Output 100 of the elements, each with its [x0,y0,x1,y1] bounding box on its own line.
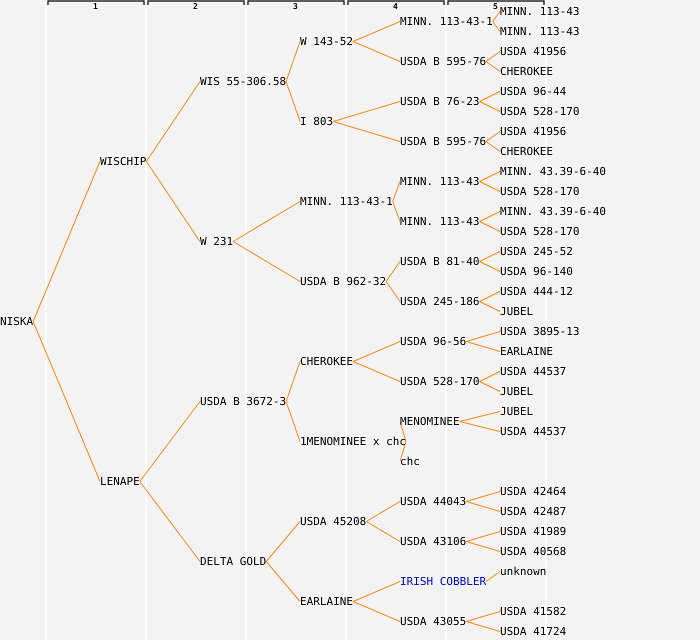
pedigree-line [146,81,200,162]
pedigree-line [459,411,500,422]
pedigree-line [352,21,400,42]
pedigree-line [466,531,500,542]
variety-name: USDA 45208 [300,515,366,528]
pedigree-line [478,101,500,112]
pedigree-line [466,541,500,552]
pedigree-line [478,211,500,222]
variety-name: USDA 44043 [400,495,466,508]
pedigree-line [139,481,200,562]
variety-name: USDA 444-12 [500,285,573,298]
variety-name: USDA 528-170 [500,185,580,198]
pedigree-line [392,201,400,222]
pedigree-line [478,181,500,192]
pedigree-line [478,171,500,182]
variety-name: USDA 40568 [500,545,566,558]
variety-name: USDA 245-186 [400,295,480,308]
variety-name: W 143-52 [300,35,353,48]
variety-name: USDA 96-44 [500,85,566,98]
pedigree-line [478,91,500,102]
variety-name: USDA B 3672-3 [200,395,286,408]
variety-name: USDA B 81-40 [400,255,480,268]
pedigree-line [459,421,500,432]
variety-name: USDA 41956 [500,125,566,138]
variety-name: EARLAINE [500,345,553,358]
column-number: 4 [393,3,398,11]
variety-name: USDA 3895-13 [500,325,580,338]
variety-name: MINN. 113-43 [400,175,480,188]
variety-name: USDA 96-140 [500,265,573,278]
variety-name: USDA 41989 [500,525,566,538]
pedigree-line [478,301,500,312]
pedigree-line [352,361,400,382]
pedigree-line [352,41,400,62]
variety-name: USDA 42464 [500,485,566,498]
variety-name: USDA 41956 [500,45,566,58]
pedigree-line [366,501,400,522]
pedigree-line [386,261,400,282]
pedigree-line [286,361,300,402]
variety-name: USDA 528-170 [500,225,580,238]
variety-name: MINN. 43.39-6-40 [500,205,606,218]
variety-name: DELTA GOLD [200,555,266,568]
pedigree-line [478,291,500,302]
pedigree-line [466,621,500,632]
variety-name: 1MENOMINEE x chc [300,435,406,448]
pedigree-line [486,51,500,62]
pedigree-line [32,161,100,322]
pedigree-line [232,201,300,242]
column-number: 1 [93,3,98,11]
variety-name: MINN. 43.39-6-40 [500,165,606,178]
variety-name: LENAPE [100,475,140,488]
pedigree-line [466,611,500,622]
pedigree-line [352,581,400,602]
pedigree-line [352,341,400,362]
pedigree-line [332,121,400,142]
pedigree-line [486,61,500,72]
pedigree-line [466,331,500,342]
pedigree-line [352,601,400,622]
variety-name: I 803 [300,115,334,128]
variety-name: USDA B 595-76 [400,135,486,148]
pedigree-line [266,521,300,562]
pedigree-line [286,81,300,122]
variety-name: unknown [500,565,546,578]
pedigree-line [466,491,500,502]
variety-name: NISKA [0,315,34,328]
variety-name: MENOMINEE [400,415,460,428]
variety-name: USDA B 595-76 [400,55,486,68]
pedigree-line [392,181,400,202]
variety-name: MINN. 113-43 [400,215,480,228]
pedigree-line [492,21,500,32]
variety-name: USDA 96-56 [400,335,466,348]
pedigree-line [486,141,500,152]
variety-name: USDA 44537 [500,365,566,378]
pedigree-line [32,321,100,482]
variety-name: USDA 528-170 [500,105,580,118]
pedigree-line [386,281,400,302]
variety-name: USDA 44537 [500,425,566,438]
column-number: 2 [193,3,198,11]
variety-name: USDA 41724 [500,625,566,638]
pedigree-line [286,41,300,82]
pedigree-line [139,401,200,482]
pedigree-line [478,381,500,392]
pedigree-line [286,401,300,442]
pedigree-line [466,341,500,352]
variety-name: W 231 [200,235,234,248]
pedigree-line [478,261,500,272]
pedigree-line [478,371,500,382]
variety-name: CHEROKEE [500,65,553,78]
variety-name: MINN. 113-43 [500,25,580,38]
pedigree-line [478,251,500,262]
pedigree-line [400,441,406,462]
pedigree-line [492,11,500,22]
variety-name: CHEROKEE [500,145,553,158]
variety-name: WIS 55-306.58 [200,75,286,88]
pedigree-line [232,241,300,282]
variety-name: USDA 245-52 [500,245,573,258]
variety-name: chc [400,455,420,468]
variety-name: MINN. 113-43 [500,5,580,18]
variety-name: USDA B 962-32 [300,275,386,288]
pedigree-line [486,571,500,582]
variety-name: USDA 528-170 [400,375,480,388]
